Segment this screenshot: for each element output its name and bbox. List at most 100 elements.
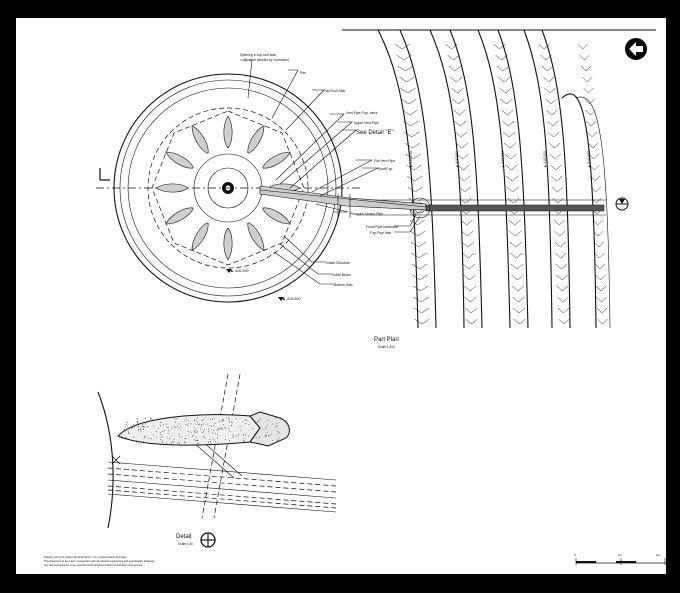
hatch-chevron [459,197,472,204]
hatch-chevron [508,219,521,226]
hatch-chevron [554,230,566,237]
hatch-chevron [509,230,522,237]
section-cut-mark-left [99,168,110,181]
hatch-chevron [544,87,556,94]
hatch-chevron [458,186,471,193]
level-markers: ▲ 416.000 ▲ 415.500 [226,269,301,301]
channel-walls [342,29,656,329]
scale-label-0: 0 [574,553,576,557]
hatch-chevron [511,274,524,281]
hatch-chevron [455,131,468,138]
svg-text:▲ 416.000: ▲ 416.000 [587,151,591,168]
hatch-chevron [558,318,570,325]
hatch-chevron [464,296,477,303]
hatch-chevron [553,219,565,226]
hatch-chevron [551,186,563,193]
svg-text:▲ 416.000: ▲ 416.000 [543,151,547,168]
hatch-chevron [554,241,567,248]
section-marker-icon [615,197,629,211]
pier [165,207,194,225]
hatch-chevron [594,263,606,270]
hatch-chevron [410,230,426,237]
hatch-chevron [510,252,523,259]
hatch-chevron [510,263,524,270]
hatch-chevron [545,98,557,105]
hatch-chevron [407,175,423,182]
hatch-chevron [406,164,422,171]
scale-bar: 0 1m 2m [574,553,666,565]
tank-piers [155,115,301,261]
hatch-chevron [465,318,478,325]
callouts-right: Flat Vent Pipe Roof/F.sp. Pressure Senso… [350,159,399,235]
drawing-sheet: ▲ 416.000 ▲ 416.000 ▲ 416.000 ▲ 416.000 … [14,16,668,576]
hatch-chevron [595,285,607,292]
hatch-chevron [457,164,470,171]
hatch-chevron [577,43,588,50]
hatch-chevron [504,153,517,160]
channel-level-tags: ▲ 416.000 ▲ 416.000 ▲ 416.000 ▲ 416.000 … [409,151,591,168]
hatch-chevron [462,252,475,259]
callout-vent-pipe-valve: Vent Pipe P.sp. valve [346,111,378,115]
hatch-chevron [463,285,477,292]
hatch-chevron [453,109,466,116]
hatch-chevron [513,318,526,325]
hatch-chevron [461,230,474,237]
pier [165,151,194,169]
hatch-chevron [587,142,599,149]
hatch-chevron [464,307,478,314]
hatch-chevron [589,164,600,171]
hatch-chevron [549,153,561,160]
hatch-chevron [495,54,508,61]
hatch-chevron [583,87,594,94]
callout-see-detail: See Detail "E" [356,130,394,136]
detail-scale: Scale 1:50 [178,542,193,546]
callout-collar-beam: Collar Beam [332,273,351,277]
callout-top-roof-slab: Top Roof Slab [324,89,345,93]
hatch-chevron [405,153,421,160]
callouts-top: Opening in top roof slab (S. to be decid… [240,53,394,136]
pier [191,222,209,251]
hatch-chevron [503,131,516,138]
detail-marker-icon [200,532,216,548]
level-inner-label: ▲ 416.000 [230,269,249,273]
hatch-chevron [402,109,418,116]
svg-text:▲ 416.000: ▲ 416.000 [409,151,413,168]
callout-opening-note: (S. to be decided by Contractor) [244,58,289,62]
hatch-chevron [543,76,555,83]
hatch-chevron [591,197,602,204]
hatch-chevron [501,109,514,116]
hatch-chevron [557,296,569,303]
hatch-chevron [505,164,518,171]
channel-hatching [394,43,608,325]
hatch-chevron [399,76,415,83]
hatch-chevron [461,241,475,248]
detail-view [97,373,337,529]
hatch-chevron [596,296,607,303]
hatch-chevron [548,131,560,138]
svg-text:▲ 416.000: ▲ 416.000 [501,151,505,168]
note-3: Any discrepancies are to be reported to … [44,563,143,567]
hatch-chevron [595,274,606,281]
hatch-chevron [540,54,552,61]
hatch-chevron [455,142,469,149]
callout-upper-vent-pipe: Upper Vent Pipe [354,121,379,125]
hatch-chevron [587,131,598,138]
hatch-chevron [407,186,423,193]
hatch-chevron [555,263,568,270]
hatch-chevron [505,175,519,182]
pier [262,151,291,169]
hatch-chevron [590,186,601,193]
pier [223,115,233,149]
hatch-chevron [585,109,596,116]
callout-pressure-sensor-pipe: Pressure Sensor Pipe [350,212,383,216]
hatch-chevron [507,197,520,204]
hatch-chevron [414,318,430,325]
hatch-chevron [413,307,430,314]
hatch-chevron [541,65,554,72]
hatch-chevron [450,76,463,83]
hatch-chevron [412,285,429,292]
hatch-chevron [588,153,599,160]
callout-opening: Opening in top roof slab [240,53,276,57]
hatch-chevron [400,87,416,94]
hatch-chevron [512,296,525,303]
